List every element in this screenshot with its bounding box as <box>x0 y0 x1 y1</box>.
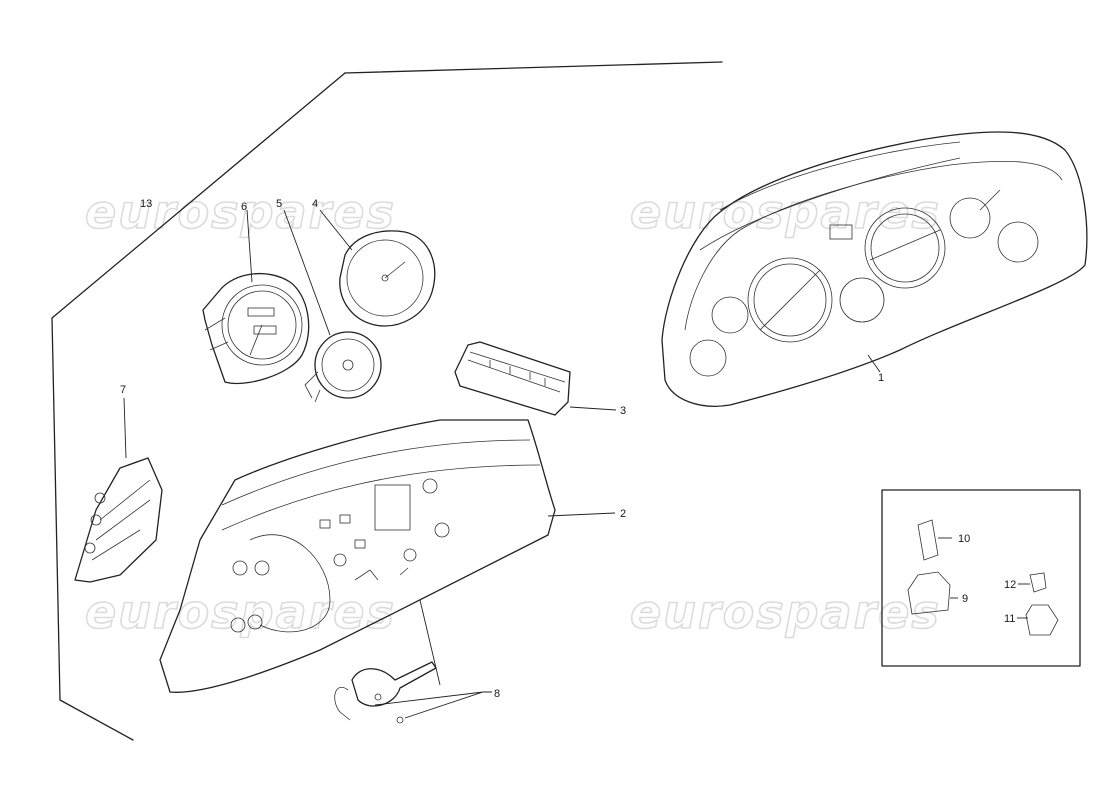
callout-labels: 1 2 3 4 5 6 7 8 9 10 11 12 13 <box>120 198 1016 700</box>
callout-1: 1 <box>878 372 884 384</box>
callout-12: 12 <box>1004 579 1016 591</box>
part-3-warning-strip <box>454 341 617 416</box>
assembly-boundary <box>51 61 723 741</box>
callout-8: 8 <box>494 688 500 700</box>
part-2-circuit-panel <box>159 419 616 693</box>
part-8-harness-screws <box>334 599 492 724</box>
callout-9: 9 <box>962 593 968 605</box>
callout-4: 4 <box>312 198 318 210</box>
watermark-bottom-left: eurospares <box>85 585 396 639</box>
callout-5: 5 <box>276 198 282 210</box>
watermark-top-right: eurospares <box>630 185 941 239</box>
part-5-round-gauge <box>283 209 382 403</box>
watermark-top-left: eurospares <box>85 185 396 239</box>
part-1-instrument-cluster <box>661 131 1088 407</box>
callout-2: 2 <box>620 508 626 520</box>
watermark-group: eurospares eurospares eurospares eurospa… <box>84 184 941 640</box>
inset-bulb-components <box>881 489 1081 667</box>
callout-3: 3 <box>620 405 626 417</box>
callout-13: 13 <box>140 198 152 210</box>
callout-10: 10 <box>958 533 970 545</box>
callout-6: 6 <box>241 201 247 213</box>
part-6-main-gauge <box>202 209 310 385</box>
part-7-aux-module <box>74 397 163 583</box>
callout-7: 7 <box>120 384 126 396</box>
watermark-bottom-right: eurospares <box>630 585 941 639</box>
part-4-small-gauge <box>319 209 436 327</box>
callout-11: 11 <box>1004 613 1015 625</box>
